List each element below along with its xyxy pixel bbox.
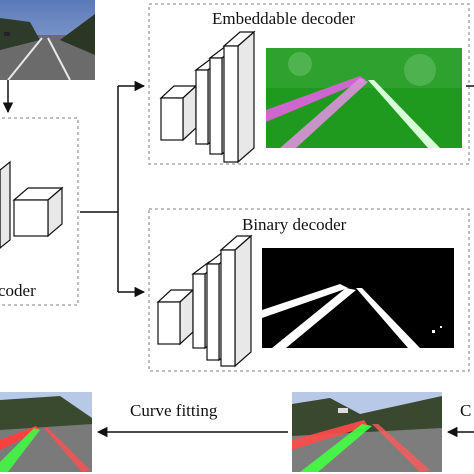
encoder-block: coder (0, 117, 79, 306)
input-road-image (0, 0, 95, 81)
clustering-label: C (460, 401, 471, 420)
embeddable-decoder-layers (159, 30, 256, 164)
binary-decoder-layers (156, 234, 253, 368)
encoder-dashed-frame (0, 117, 79, 306)
final-fitted-lanes-image (0, 392, 92, 472)
binary-decoder-block: Binary decoder (148, 208, 470, 372)
encoder-label: coder (0, 281, 36, 300)
curve-fitting-label: Curve fitting (130, 401, 218, 420)
binary-decoder-label: Binary decoder (242, 215, 347, 234)
binary-decoder-frame (148, 208, 470, 372)
embedding-output-image (266, 48, 462, 148)
binary-output-image (262, 248, 454, 348)
embeddable-decoder-block: Embeddable decoder (148, 3, 474, 165)
encoder-to-decoders-connector (80, 80, 146, 298)
embeddable-decoder-label: Embeddable decoder (212, 9, 355, 28)
clustered-lanes-image (292, 392, 442, 472)
